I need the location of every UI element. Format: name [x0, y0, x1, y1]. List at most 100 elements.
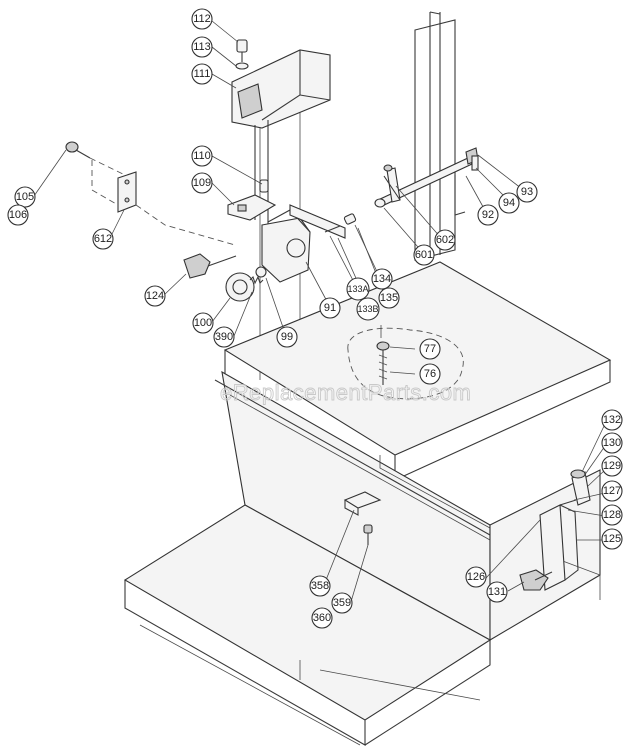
callout-circle: [498, 192, 520, 214]
callout-circle: [601, 409, 623, 431]
callout-label: 129: [603, 460, 621, 472]
callout-circle: [419, 363, 441, 385]
side-lever: [519, 469, 591, 591]
callout-label: 601: [415, 249, 433, 261]
callout-91: 91: [319, 297, 341, 319]
callout-label: 602: [436, 234, 454, 246]
callout-93: 93: [516, 181, 538, 203]
leader-lines: [33, 20, 606, 606]
callout-label: 92: [482, 209, 494, 221]
callout-circle: [434, 229, 456, 251]
callout-circle: [213, 326, 235, 348]
callout-circle: [191, 8, 213, 30]
callout-label: 113: [193, 41, 211, 53]
callout-label: 131: [488, 586, 506, 598]
callout-circle: [192, 312, 214, 334]
callout-label: 93: [521, 186, 533, 198]
callout-358: 358: [309, 575, 331, 597]
callout-359: 359: [331, 592, 353, 614]
callout-76: 76: [419, 363, 441, 385]
callout-129: 129: [601, 455, 623, 477]
callout-label: 124: [146, 290, 164, 302]
callout-circle: [191, 172, 213, 194]
callout-128: 128: [601, 504, 623, 526]
callout-circle: [309, 575, 331, 597]
front-clip: [343, 491, 382, 545]
callout-106: 106: [7, 204, 29, 226]
callout-circle: [191, 36, 213, 58]
callout-circle: [601, 504, 623, 526]
callout-label: 134: [373, 273, 391, 285]
machine-body: [123, 11, 612, 746]
callout-circle: [319, 297, 341, 319]
callout-360: 360: [311, 607, 333, 629]
guide-post-assembly: [183, 39, 357, 302]
callout-circle: [191, 145, 213, 167]
callout-133b: 133B: [356, 297, 380, 321]
callout-130: 130: [601, 432, 623, 454]
bracket-612: [65, 141, 236, 246]
callout-circle: [465, 566, 487, 588]
callout-label: 360: [313, 612, 331, 624]
callout-circle: [486, 581, 508, 603]
callout-109: 109: [191, 172, 213, 194]
rod-assembly: [374, 147, 479, 216]
callout-label: 132: [603, 414, 621, 426]
callout-circle: [601, 480, 623, 502]
callout-134: 134: [371, 268, 393, 290]
callout-label: 106: [9, 209, 27, 221]
callout-label: 109: [193, 177, 211, 189]
callout-label: 128: [603, 509, 621, 521]
callout-92: 92: [477, 204, 499, 226]
callout-label: 125: [603, 533, 621, 545]
callout-110: 110: [191, 145, 213, 167]
callout-circle: [311, 607, 333, 629]
callout-126: 126: [465, 566, 487, 588]
callout-circle: [276, 326, 298, 348]
callout-602: 602: [434, 229, 456, 251]
callout-label: 111: [194, 68, 211, 80]
callout-label: 76: [424, 368, 436, 380]
callout-circle: [356, 297, 380, 321]
callout-94: 94: [498, 192, 520, 214]
callout-circle: [601, 432, 623, 454]
callout-113: 113: [191, 36, 213, 58]
callout-label: 133A: [347, 284, 368, 294]
callout-label: 358: [311, 580, 329, 592]
callout-100: 100: [192, 312, 214, 334]
callout-125: 125: [601, 528, 623, 550]
callout-label: 110: [193, 150, 211, 162]
callout-circle: [413, 244, 435, 266]
callout-label: 99: [281, 331, 293, 343]
callout-circle: [346, 277, 370, 301]
callout-127: 127: [601, 480, 623, 502]
callout-circle: [191, 63, 213, 85]
callout-112: 112: [191, 8, 213, 30]
callout-133a: 133A: [346, 277, 370, 301]
callout-label: 77: [424, 343, 436, 355]
callout-circle: [516, 181, 538, 203]
callout-label: 359: [333, 597, 351, 609]
callout-label: 135: [380, 292, 398, 304]
callout-label: 612: [94, 233, 112, 245]
callout-label: 100: [194, 317, 212, 329]
callout-111: 111: [191, 63, 213, 85]
callout-label: 390: [215, 331, 233, 343]
callout-circle: [378, 287, 400, 309]
callout-circle: [601, 455, 623, 477]
callout-label: 126: [467, 571, 485, 583]
callout-601: 601: [413, 244, 435, 266]
callout-label: 127: [603, 485, 621, 497]
callout-circle: [14, 186, 36, 208]
callout-105: 105: [14, 186, 36, 208]
callout-612: 612: [92, 228, 114, 250]
callout-124: 124: [144, 285, 166, 307]
callout-390: 390: [213, 326, 235, 348]
callout-label: 130: [603, 437, 621, 449]
callout-circle: [144, 285, 166, 307]
callout-circle: [371, 268, 393, 290]
callout-99: 99: [276, 326, 298, 348]
callout-135: 135: [378, 287, 400, 309]
callout-circle: [7, 204, 29, 226]
